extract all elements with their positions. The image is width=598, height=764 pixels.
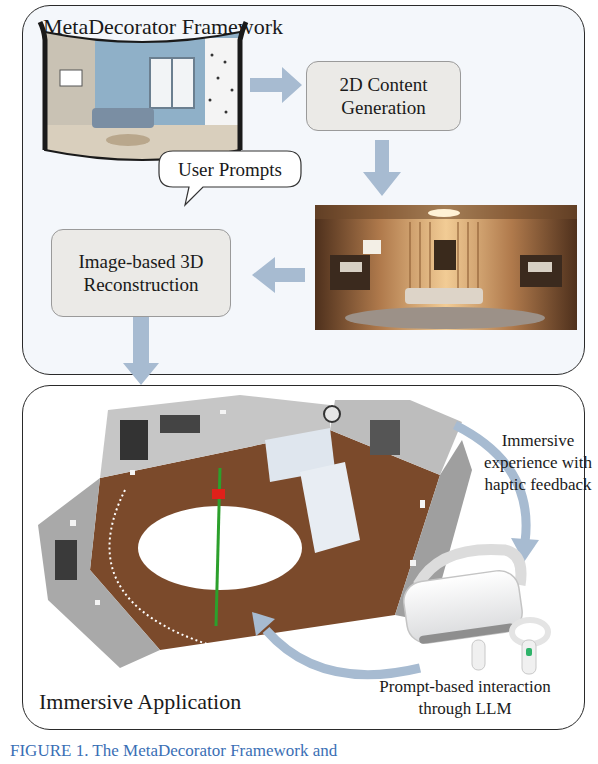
annotation-text: Immersive experience with haptic feedbac… bbox=[473, 430, 598, 496]
bubble-shape bbox=[159, 151, 301, 205]
node-text: 2D Content Generation bbox=[307, 62, 460, 130]
node-text: User Prompts bbox=[159, 151, 301, 187]
framework-group: MetaDecorator FrameworkUser Prompts2D Co… bbox=[22, 5, 585, 375]
group-title: Immersive Application bbox=[39, 689, 339, 715]
speech-bubble: User Prompts bbox=[159, 151, 301, 187]
process-box: 2D Content Generation bbox=[306, 61, 461, 131]
annotation-text: Prompt-based interaction through LLM bbox=[365, 676, 565, 720]
figure-caption: FIGURE 1. The MetaDecorator Framework an… bbox=[10, 740, 590, 761]
node-text: Image-based 3D Reconstruction bbox=[52, 230, 230, 316]
group-title: MetaDecorator Framework bbox=[43, 14, 363, 40]
process-box: Image-based 3D Reconstruction bbox=[51, 229, 231, 317]
